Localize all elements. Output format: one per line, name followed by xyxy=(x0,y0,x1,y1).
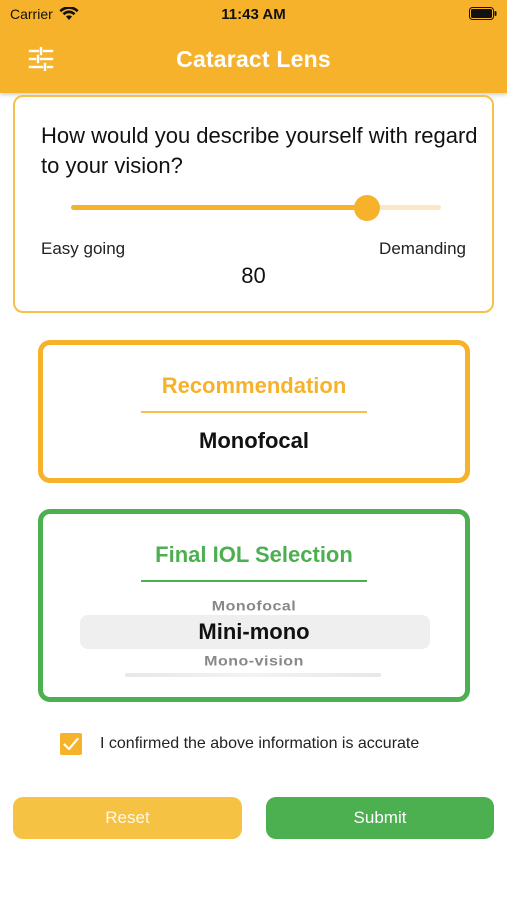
question-card: How would you describe yourself with reg… xyxy=(13,95,494,313)
final-iol-divider xyxy=(141,580,367,582)
status-time: 11:43 AM xyxy=(221,6,286,23)
checkmark-icon xyxy=(63,737,79,751)
recommendation-title: Recommendation xyxy=(161,373,347,398)
picker-option-selected[interactable]: Mini-mono xyxy=(198,619,310,644)
confirm-checkbox[interactable] xyxy=(60,733,82,755)
recommendation-divider xyxy=(141,411,367,413)
app-title: Cataract Lens xyxy=(176,46,331,72)
final-iol-title: Final IOL Selection xyxy=(155,542,353,567)
submit-button[interactable]: Submit xyxy=(266,797,494,839)
carrier-info: Carrier xyxy=(10,6,79,22)
slider-track-fill xyxy=(71,205,367,210)
slider-max-label: Demanding xyxy=(379,239,466,258)
picker-selection-highlight xyxy=(80,615,430,649)
recommendation-value: Monofocal xyxy=(199,428,309,453)
question-text: How would you describe yourself with reg… xyxy=(41,123,478,178)
recommendation-card: Recommendation Monofocal xyxy=(38,340,470,483)
app-header: Carrier 11:43 AM Cataract Lens xyxy=(0,0,507,93)
wifi-icon xyxy=(59,7,79,20)
battery-icon xyxy=(469,7,497,20)
vision-slider[interactable] xyxy=(71,195,441,221)
carrier-label: Carrier xyxy=(10,6,53,22)
confirm-label: I confirmed the above information is acc… xyxy=(100,735,420,752)
picker-option[interactable]: Mono-vision xyxy=(204,654,304,669)
confirmation-row: I confirmed the above information is acc… xyxy=(60,732,419,756)
slider-thumb[interactable] xyxy=(354,195,380,221)
slider-value: 80 xyxy=(241,263,266,288)
picker-option-faded xyxy=(125,673,381,677)
final-iol-selection-card: Final IOL Selection Monofocal Mini-mono … xyxy=(38,509,470,702)
reset-button[interactable]: Reset xyxy=(13,797,242,839)
picker-option[interactable]: Monofocal xyxy=(211,599,297,614)
filter-sliders-icon[interactable] xyxy=(28,47,54,71)
slider-min-label: Easy going xyxy=(41,239,126,258)
status-bar: Carrier 11:43 AM xyxy=(0,0,507,28)
